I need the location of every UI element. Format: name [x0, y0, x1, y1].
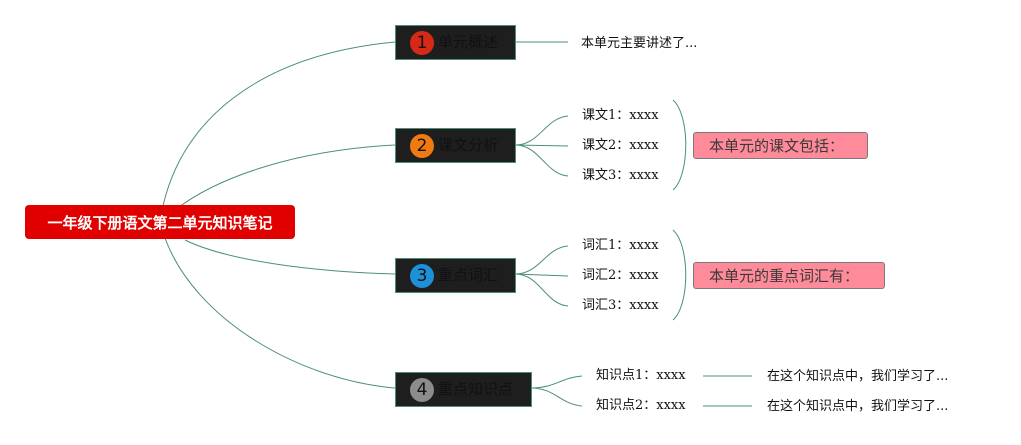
- connector-branch-3-leaf-2: [514, 273, 569, 277]
- branch-4-leaf-1-detail[interactable]: 在这个知识点中，我们学习了...: [767, 369, 949, 384]
- branch-4-label: 重点知识点: [438, 380, 514, 398]
- branch-1-leaf-1[interactable]: 本单元主要讲述了...: [581, 36, 698, 51]
- branch-4-leaf-1[interactable]: 知识点1：xxxx: [596, 368, 686, 383]
- connector-branch-3-leaf-1: [514, 245, 569, 275]
- summary-brace-2: [672, 99, 687, 191]
- root-topic[interactable]: 一年级下册语文第二单元知识笔记: [25, 205, 295, 239]
- number-badge-2: 2: [410, 133, 434, 158]
- branch-2-label: 课文分析: [438, 136, 499, 154]
- branch-3-summary[interactable]: 本单元的重点词汇有：: [693, 262, 885, 289]
- branch-1[interactable]: 1 单元概述: [395, 25, 516, 60]
- branch-3-leaf-3[interactable]: 词汇3：xxxx: [582, 298, 659, 313]
- connector-branch-3-leaf-3: [514, 273, 569, 307]
- branch-4-leaf-2[interactable]: 知识点2：xxxx: [596, 398, 686, 413]
- connector-branch-2-leaf-1: [514, 115, 569, 146]
- branch-2[interactable]: 2 课文分析: [395, 128, 516, 163]
- connector-branch-2-leaf-3: [514, 144, 569, 177]
- branch-3-summary-label: 本单元的重点词汇有：: [709, 267, 860, 285]
- connector-branch-2-leaf-2: [514, 144, 569, 147]
- number-badge-3: 3: [410, 263, 434, 288]
- connector-branch-4-leaf-2: [530, 387, 583, 407]
- branch-4-leaf-2-detail[interactable]: 在这个知识点中，我们学习了...: [767, 399, 949, 414]
- connector-root-branch-2: [174, 144, 396, 211]
- connector-root-branch-1: [159, 41, 396, 223]
- root-topic-label: 一年级下册语文第二单元知识笔记: [47, 213, 273, 232]
- branch-1-label: 单元概述: [438, 33, 499, 51]
- branch-3-leaf-2[interactable]: 词汇2：xxxx: [582, 268, 659, 283]
- connector-root-branch-3: [184, 239, 396, 275]
- summary-brace-3: [672, 229, 687, 321]
- branch-3-leaf-1[interactable]: 词汇1：xxxx: [582, 238, 659, 253]
- number-badge-4: 4: [410, 377, 434, 402]
- branch-2-summary-label: 本单元的课文包括：: [709, 137, 845, 155]
- branch-2-leaf-1[interactable]: 课文1：xxxx: [582, 108, 659, 123]
- connector-root-branch-4: [164, 237, 396, 389]
- branch-4[interactable]: 4 重点知识点: [395, 372, 532, 407]
- branch-2-summary[interactable]: 本单元的课文包括：: [693, 132, 868, 159]
- branch-2-leaf-3[interactable]: 课文3：xxxx: [582, 168, 659, 183]
- branch-3[interactable]: 3 重点词汇: [395, 258, 516, 293]
- branch-2-leaf-2[interactable]: 课文2：xxxx: [582, 138, 659, 153]
- connector-branch-4-leaf-1: [530, 375, 583, 389]
- number-badge-1: 1: [410, 30, 434, 55]
- branch-3-label: 重点词汇: [438, 266, 499, 284]
